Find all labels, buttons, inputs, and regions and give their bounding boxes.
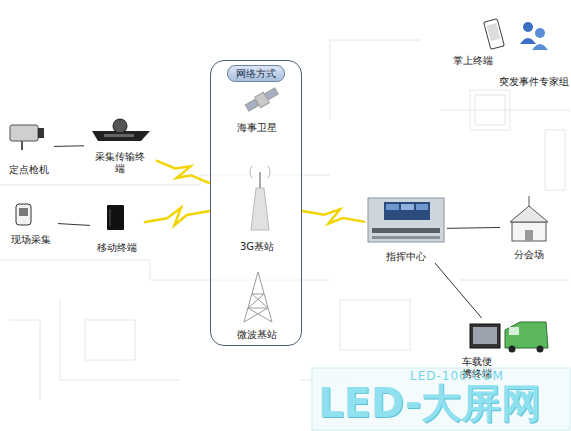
branch-venue-node: 分会场 xyxy=(500,193,558,261)
base-station-node: 3G基站 xyxy=(231,156,283,253)
base-station-node: 微波基站 xyxy=(229,269,285,341)
network-band: 网络方式海事卫星 3G基站微波基站 xyxy=(210,60,302,346)
wireless-link xyxy=(144,208,210,225)
wired-link xyxy=(447,227,500,229)
watermark-logo: LED-大屏网 xyxy=(318,380,541,426)
handheld-node: 掌上终端 xyxy=(448,15,498,67)
node-label: 微波基站 xyxy=(237,329,277,341)
wired-link xyxy=(58,224,90,226)
node-label: 分会场 xyxy=(514,249,544,261)
command-center-photo xyxy=(368,198,444,242)
band-heading: 网络方式 xyxy=(227,65,285,82)
capture-terminal-icon xyxy=(92,119,150,141)
wireless-link xyxy=(302,209,365,223)
camera-node: 定点枪机 xyxy=(4,118,54,176)
vehicle-terminal-icon xyxy=(470,322,548,353)
terminal-node: 移动终端 xyxy=(90,200,144,254)
node-label: 移动终端 xyxy=(97,242,137,254)
node-label: 采集传输终端 xyxy=(95,151,145,175)
node-label: 突发事件专家组 xyxy=(499,76,569,88)
branch-venue-icon xyxy=(510,196,548,241)
command-center-node: 指挥中心 xyxy=(365,195,447,263)
satellite-node: 海事卫星 xyxy=(229,86,285,134)
circuit-pattern xyxy=(0,40,570,410)
field-capture-icon xyxy=(16,204,31,225)
expert-group-icon xyxy=(520,22,548,50)
handheld-phone-icon xyxy=(484,19,505,50)
watermark-panel xyxy=(312,368,570,430)
node-label: 现场采集 xyxy=(11,234,51,246)
mobile-terminal-icon xyxy=(107,205,124,230)
wired-link xyxy=(54,145,84,147)
expert-group-node: 突发事件专家组 xyxy=(498,18,570,88)
wireless-link xyxy=(156,160,210,183)
node-label: 3G基站 xyxy=(240,241,274,253)
wired-link xyxy=(435,263,482,318)
field-node: 现场采集 xyxy=(4,198,58,246)
fixed-camera-icon xyxy=(10,125,44,150)
node-label: 指挥中心 xyxy=(386,251,426,263)
node-label: 海事卫星 xyxy=(237,122,277,134)
node-label: 掌上终端 xyxy=(453,55,493,67)
node-label: 定点枪机 xyxy=(9,164,49,176)
terminal-node: 采集传输终端 xyxy=(84,115,156,175)
